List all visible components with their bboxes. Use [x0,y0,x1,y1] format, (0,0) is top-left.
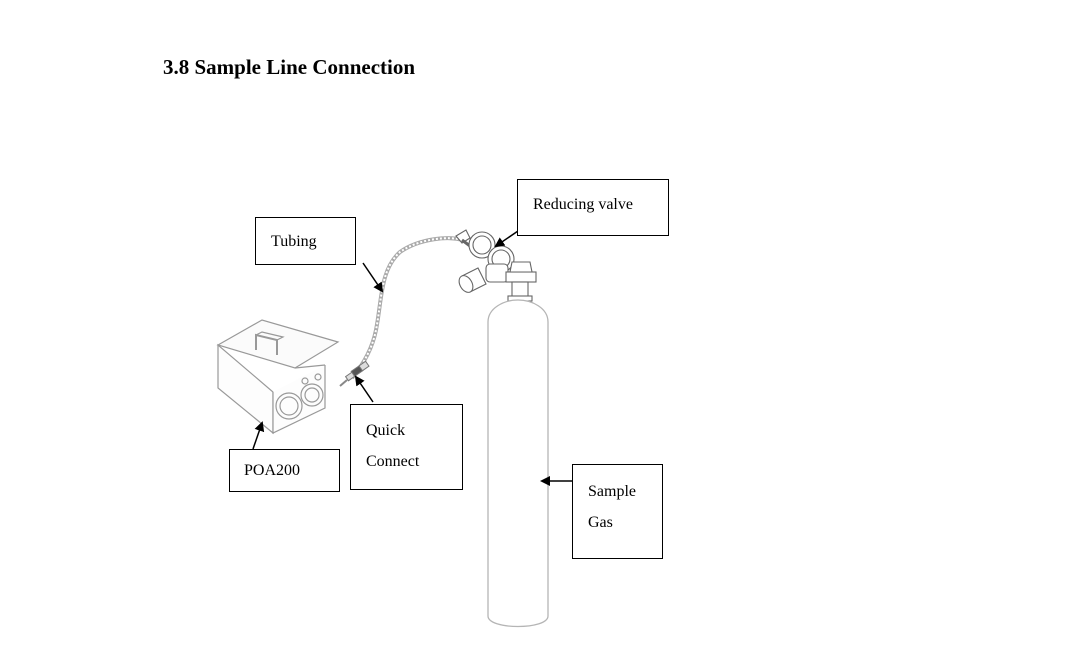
poa200-analyzer-illustration [216,319,340,435]
quick-connect-illustration [339,360,370,387]
quick-connect-arrow [354,375,374,403]
sample-gas-label-line2: Gas [588,514,613,531]
poa200-label: POA200 [244,462,301,479]
section-heading: 3.8 Sample Line Connection [163,55,416,79]
quick-connect-label-line2: Connect [366,453,420,470]
sample-gas-callout: Sample Gas [572,464,663,559]
sample-gas-label-line1: Sample [588,483,636,500]
tubing-callout: Tubing [255,217,356,265]
quick-connect-label-line1: Quick [366,422,406,439]
reducing-valve-label: Reducing valve [533,196,633,213]
tubing-label: Tubing [271,233,317,250]
reducing-valve-illustration [455,229,537,302]
reducing-valve-callout: Reducing valve [517,179,669,236]
reducing-valve-arrow [494,230,519,248]
tubing-illustration [350,236,463,380]
quick-connect-callout: Quick Connect [350,404,463,490]
poa200-arrow [252,421,265,450]
gas-cylinder-illustration [487,299,549,628]
poa200-callout: POA200 [229,449,340,492]
tubing-arrow [362,262,384,293]
